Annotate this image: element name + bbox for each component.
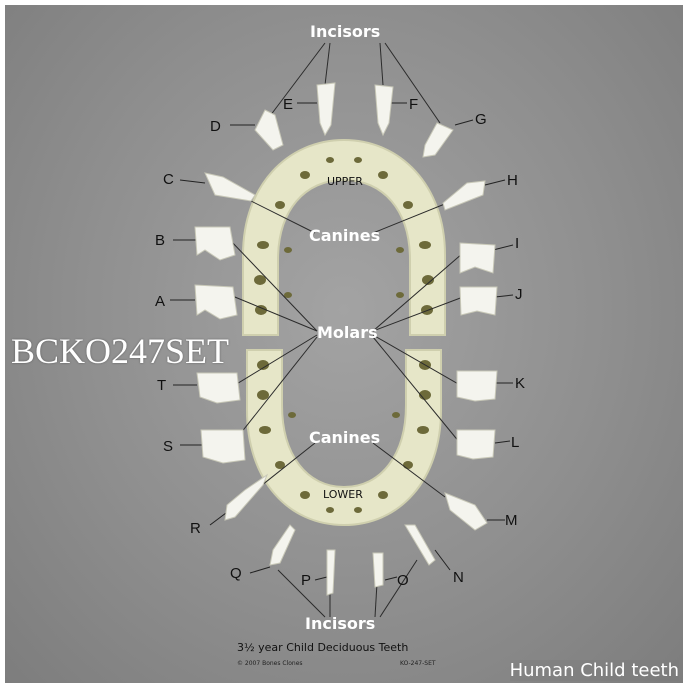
tooth-d xyxy=(255,110,283,150)
label-upper: UPPER xyxy=(327,175,363,188)
letter-f: F xyxy=(409,96,418,113)
letter-g: G xyxy=(475,111,487,128)
tooth-c xyxy=(205,173,255,201)
letter-l: L xyxy=(511,434,519,451)
tooth-o xyxy=(373,553,383,587)
tooth-e xyxy=(317,83,335,135)
letter-q: Q xyxy=(230,565,242,582)
tooth-h xyxy=(443,181,485,210)
letter-n: N xyxy=(453,569,464,586)
tooth-f xyxy=(375,85,393,135)
tooth-j xyxy=(460,287,497,315)
tooth-r xyxy=(225,475,267,520)
letter-m: M xyxy=(505,512,518,529)
tooth-i xyxy=(460,243,495,273)
letter-h: H xyxy=(507,172,518,189)
label-canines-upper: Canines xyxy=(309,226,380,245)
caption-title: 3½ year Child Deciduous Teeth xyxy=(237,641,408,654)
tooth-b xyxy=(195,227,235,260)
letter-s: S xyxy=(163,438,173,455)
letter-j: J xyxy=(515,286,523,303)
corner-label: Human Child teeth xyxy=(510,660,679,681)
watermark-code: BCKO247SET xyxy=(11,330,229,372)
label-incisors-bottom: Incisors xyxy=(305,614,375,633)
caption-code: KO-247-SET xyxy=(400,660,436,667)
tooth-a xyxy=(195,285,237,319)
letter-b: B xyxy=(155,232,165,249)
tooth-t xyxy=(197,373,240,403)
letter-t: T xyxy=(157,377,166,394)
tooth-m xyxy=(445,493,487,530)
letter-e: E xyxy=(283,96,293,113)
label-lower: LOWER xyxy=(323,488,363,501)
letter-a: A xyxy=(155,293,165,310)
tooth-q xyxy=(270,525,295,565)
label-molars: Molars xyxy=(317,323,378,342)
caption-copyright: © 2007 Bones Clones xyxy=(237,660,303,667)
label-canines-lower: Canines xyxy=(309,428,380,447)
tooth-k xyxy=(457,371,497,401)
letter-o: O xyxy=(397,572,409,589)
tooth-g xyxy=(423,123,453,157)
letter-k: K xyxy=(515,375,525,392)
tooth-l xyxy=(457,430,495,459)
letter-d: D xyxy=(210,118,221,135)
letter-i: I xyxy=(515,235,519,252)
letter-c: C xyxy=(163,171,174,188)
diagram-stage: Incisors Canines Molars Canines Incisors… xyxy=(5,5,683,683)
letter-p: P xyxy=(301,572,311,589)
label-incisors-top: Incisors xyxy=(310,22,380,41)
tooth-p xyxy=(327,550,335,595)
tooth-s xyxy=(201,430,245,463)
tooth-n xyxy=(405,525,435,565)
letter-r: R xyxy=(190,520,201,537)
